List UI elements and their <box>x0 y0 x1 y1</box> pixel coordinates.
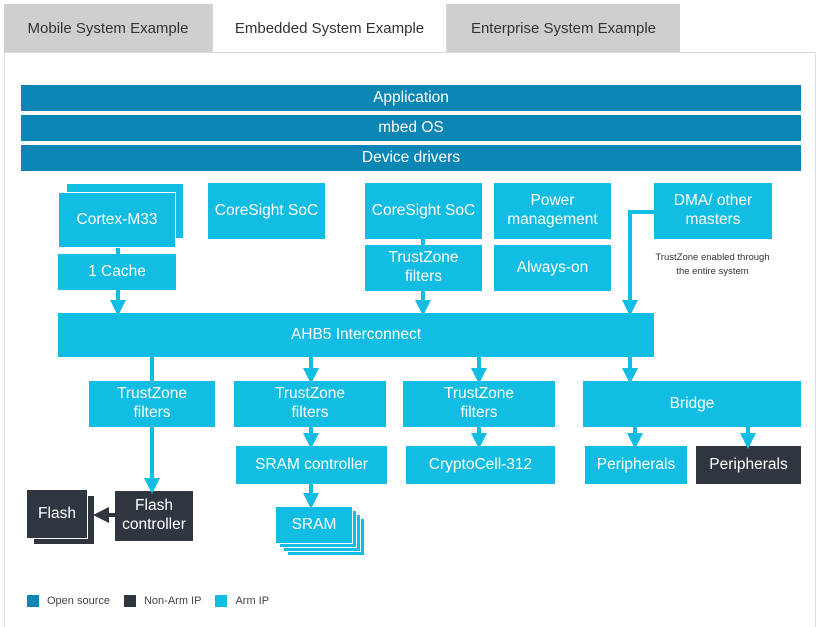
legend-swatch-arm-ip <box>215 595 228 607</box>
always-on-block: Always-on <box>494 245 611 291</box>
coresight-soc-block-1: CoreSight SoC <box>208 183 325 239</box>
arrow-dma-to-ahb5 <box>622 210 654 316</box>
peripherals-arm-block: Peripherals <box>585 446 687 484</box>
trustzone-filters-block-1: TrustZone filters <box>89 381 215 427</box>
legend-item-arm-ip: Arm IP <box>215 595 269 607</box>
legend-label-arm-ip: Arm IP <box>235 595 270 607</box>
bridge-block: Bridge <box>583 381 801 427</box>
coresight-soc-block-2: CoreSight SoC <box>365 183 482 239</box>
flash-block: Flash <box>26 489 88 539</box>
legend-swatch-non-arm-ip <box>123 595 136 607</box>
tab-bar: Mobile System Example Embedded System Ex… <box>0 0 820 53</box>
trustzone-filters-block-2: TrustZone filters <box>234 381 386 427</box>
sram-block: SRAM <box>275 506 353 544</box>
cache-block: 1 Cache <box>58 254 176 290</box>
power-management-block: Power management <box>494 183 611 239</box>
cryptocell-block: CryptoCell-312 <box>406 446 555 484</box>
layer-device-drivers: Device drivers <box>21 145 801 171</box>
legend-item-open-source: Open source <box>27 595 110 607</box>
tab-enterprise-system-example[interactable]: Enterprise System Example <box>447 4 680 52</box>
trustzone-filters-top-block: TrustZone filters <box>365 245 482 291</box>
ahb5-interconnect-block: AHB5 Interconnect <box>58 313 654 357</box>
legend-item-non-arm-ip: Non-Arm IP <box>123 595 202 607</box>
cortex-m33-block: Cortex-M33 <box>58 192 176 248</box>
flash-controller-block: Flash controller <box>115 491 193 541</box>
tab-embedded-system-example[interactable]: Embedded System Example <box>212 3 447 53</box>
layer-mbed-os: mbed OS <box>21 115 801 141</box>
dma-masters-block: DMA/ other masters <box>654 183 772 239</box>
tab-mobile-system-example[interactable]: Mobile System Example <box>4 4 212 52</box>
legend-label-non-arm-ip: Non-Arm IP <box>143 595 202 607</box>
trustzone-filters-block-3: TrustZone filters <box>403 381 555 427</box>
layer-application: Application <box>21 85 801 111</box>
legend-label-open-source: Open source <box>47 595 110 607</box>
sram-controller-block: SRAM controller <box>236 446 387 484</box>
legend-swatch-open-source <box>27 595 39 607</box>
cortex-m33-label: Cortex-M33 <box>76 210 158 228</box>
trustzone-note: TrustZone enabled through the entire sys… <box>655 252 770 277</box>
legend: Open source Non-Arm IP Arm IP <box>27 593 283 609</box>
peripherals-non-arm-block: Peripherals <box>696 446 801 484</box>
